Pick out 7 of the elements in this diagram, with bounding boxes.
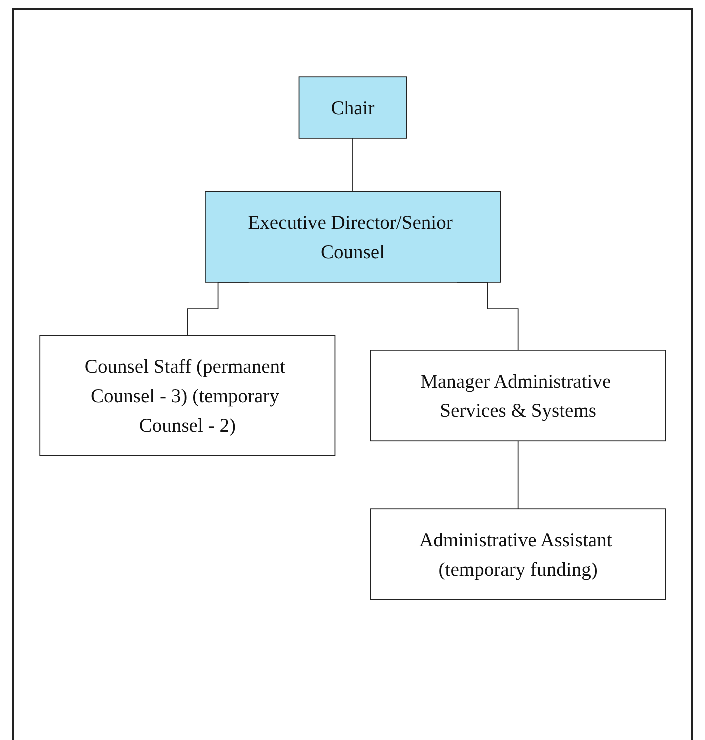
connector <box>352 138 353 192</box>
node-box: Counsel Staff (permanent Counsel - 3) (temporary Counsel - 2) <box>39 335 336 456</box>
node-box: Chair <box>298 76 407 139</box>
node-box: Manager Administrative Services & Systems <box>370 350 666 442</box>
node-box: Administrative Assistant (temporary funding) <box>370 508 666 600</box>
node-box: Executive Director/Senior Counsel <box>204 191 500 283</box>
connector <box>517 440 518 510</box>
